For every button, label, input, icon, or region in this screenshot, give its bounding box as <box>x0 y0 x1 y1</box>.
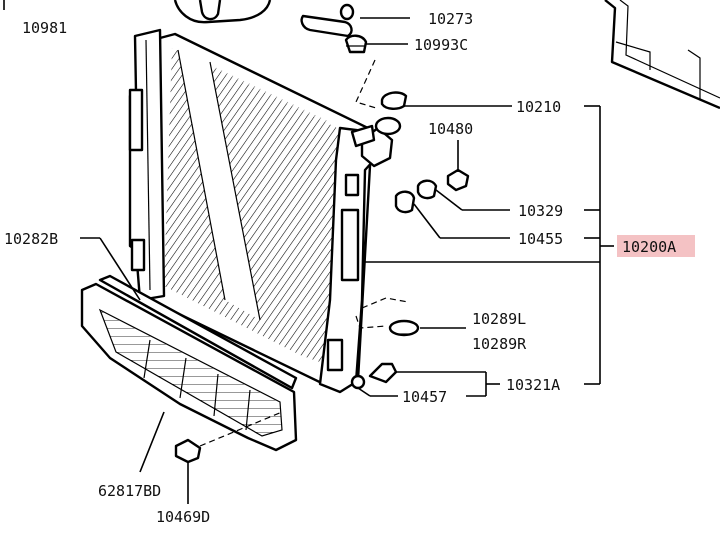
hose-route-dashed <box>355 59 377 109</box>
callout-10469D: 10469D <box>156 508 210 526</box>
callout-10457: 10457 <box>402 388 447 406</box>
radiator-assembly <box>128 28 408 394</box>
callout-10210: 10210 <box>516 98 561 116</box>
fan-shroud <box>604 0 720 110</box>
callout-10273: 10273 <box>428 10 473 28</box>
callout-10289R: 10289R <box>472 335 527 353</box>
small-parts <box>350 168 470 390</box>
callout-10321A: 10321A <box>506 376 560 394</box>
callout-10981: 10981 <box>22 19 67 37</box>
grommet-dashed <box>361 297 409 309</box>
reservoir-hose <box>300 3 355 38</box>
leader-lines <box>3 0 614 504</box>
hose-clamp <box>344 34 368 54</box>
shroud-bolt <box>174 438 202 464</box>
bolt-dashed <box>199 411 283 447</box>
callout-10480: 10480 <box>428 120 473 138</box>
callout-10200A: 10200A <box>622 238 676 256</box>
lower-shroud <box>80 274 298 452</box>
callout-10993C: 10993C <box>414 36 468 54</box>
callout-62817BD: 62817BD <box>98 482 161 500</box>
grommet-dashed-2 <box>355 315 387 329</box>
callout-10289L: 10289L <box>472 310 526 328</box>
callout-10282B: 10282B <box>4 230 58 248</box>
upper-hose-area <box>173 0 272 24</box>
highlight-10200A <box>617 235 695 257</box>
callout-10329: 10329 <box>518 202 563 220</box>
callout-10455: 10455 <box>518 230 563 248</box>
